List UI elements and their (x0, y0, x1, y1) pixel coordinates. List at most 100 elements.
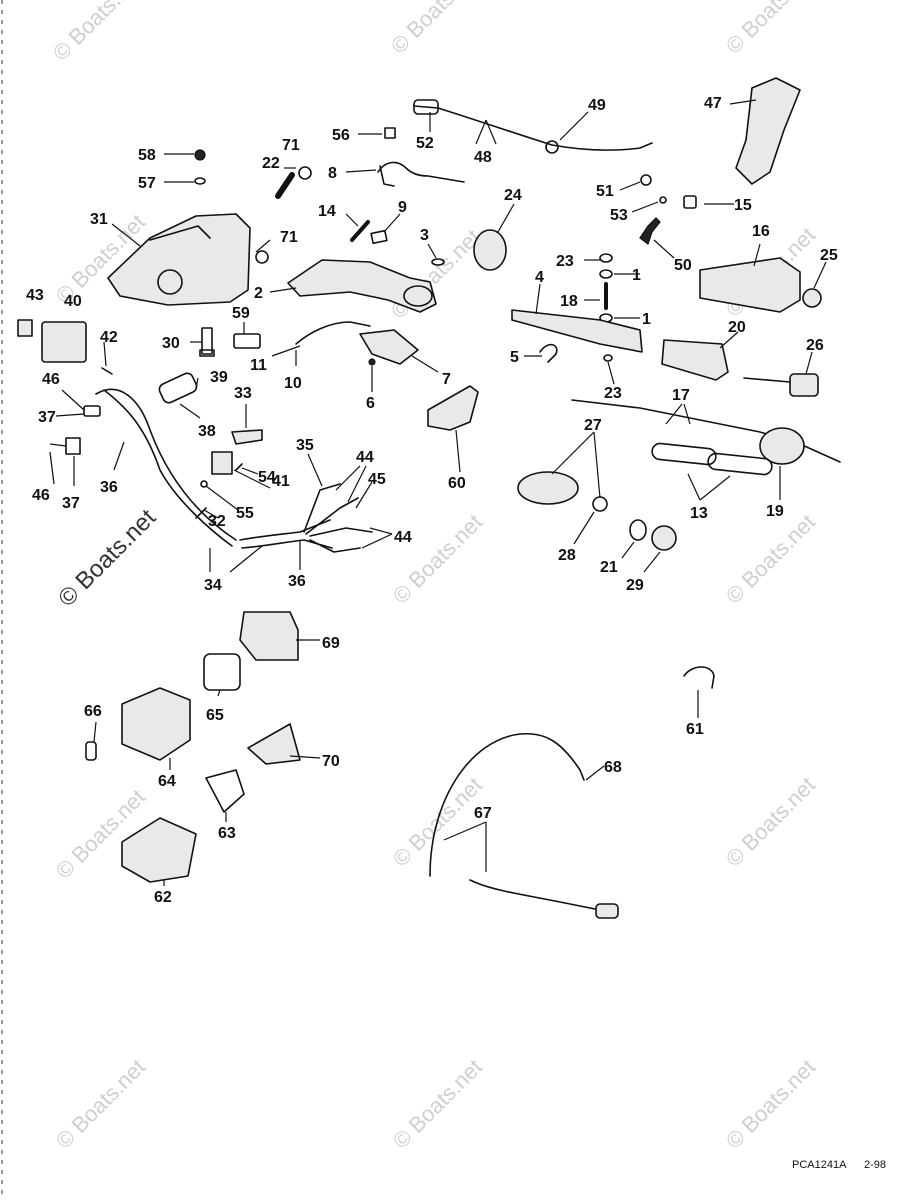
gasket-69 (239, 611, 299, 661)
part-label: 34 (204, 577, 222, 594)
part-label: 9 (398, 199, 407, 216)
part-label: 26 (806, 337, 824, 354)
part-label: 19 (766, 503, 784, 520)
cover-60 (427, 385, 479, 431)
part-label: 46 (42, 371, 60, 388)
throttle-shaft-4 (511, 309, 643, 353)
part-label: 53 (610, 207, 628, 224)
part-label: 66 (84, 703, 102, 720)
part-label: 2 (254, 285, 263, 302)
watermarks: © Boats.net © Boats.net © Boats.net © Bo… (48, 0, 820, 1154)
part-label: 71 (280, 229, 298, 246)
part-label: 50 (674, 257, 692, 274)
part-label: 42 (100, 329, 118, 346)
part-label: 39 (210, 369, 228, 386)
part-label: 52 (416, 135, 434, 152)
drawing-code: PCA1241A (792, 1159, 847, 1171)
part-label: 33 (234, 385, 252, 402)
grip-insert-20 (661, 339, 729, 381)
part-label: 25 (820, 247, 838, 264)
part-label: 29 (626, 577, 644, 594)
watermark-large: © Boats.net (53, 504, 161, 612)
part-label: 10 (284, 375, 302, 392)
part-label: 56 (332, 127, 350, 144)
part-label: 70 (322, 753, 340, 770)
part-label: 28 (558, 547, 576, 564)
part-label: 62 (154, 889, 172, 906)
part-label: 71 (282, 137, 300, 154)
part-label: 37 (38, 409, 56, 426)
plug-70 (247, 723, 301, 765)
part-label: 21 (600, 559, 618, 576)
part-label: 68 (604, 759, 622, 776)
part-label: 7 (442, 371, 451, 388)
part-label: 49 (588, 97, 606, 114)
part-label: 30 (162, 335, 180, 352)
connector-64 (121, 687, 191, 761)
part-label: 64 (158, 773, 176, 790)
part-label: 65 (206, 707, 224, 724)
part-label: 69 (322, 635, 340, 652)
connector-40 (41, 321, 87, 363)
part-label: 37 (62, 495, 80, 512)
part-label: 43 (26, 287, 44, 304)
grip-tube-16 (699, 257, 801, 313)
watermark: © Boats.net (388, 1054, 487, 1153)
part-label: 54 (258, 469, 276, 486)
part-label: 20 (728, 319, 746, 336)
grip-47 (735, 77, 801, 185)
part-label: 45 (368, 471, 386, 488)
watermark: © Boats.net (51, 1054, 150, 1153)
watermark: © Boats.net (721, 772, 820, 871)
part-label: 44 (356, 449, 374, 466)
part-label: 57 (138, 175, 156, 192)
part-label: 36 (288, 573, 306, 590)
part-label: 61 (686, 721, 704, 738)
switch-bracket-7 (359, 329, 419, 365)
cable-67 (429, 732, 585, 877)
part-label: 1 (642, 311, 651, 328)
part-label: 22 (262, 155, 280, 172)
drawing-date: 2-98 (864, 1159, 886, 1171)
part-label: 36 (100, 479, 118, 496)
part-label: 16 (752, 223, 770, 240)
part-label: 6 (366, 395, 375, 412)
part-label: 24 (504, 187, 522, 204)
part-label: 5 (510, 349, 519, 366)
part-label: 40 (64, 293, 82, 310)
leader-lines (49, 99, 827, 886)
watermark: © Boats.net (721, 1054, 820, 1153)
part-label: 3 (420, 227, 429, 244)
part-label: 31 (90, 211, 108, 228)
connector-62 (121, 817, 197, 883)
wiring-harness-34 (95, 388, 237, 541)
part-label: 44 (394, 529, 412, 546)
part-label: 38 (198, 423, 216, 440)
part-label: 59 (232, 305, 250, 322)
part-label: 51 (596, 183, 614, 200)
part-label: 13 (690, 505, 708, 522)
part-label: 23 (604, 385, 622, 402)
part-drawings (17, 77, 841, 919)
part-label: 4 (535, 269, 544, 286)
part-label: 55 (236, 505, 254, 522)
part-label: 8 (328, 165, 337, 182)
part-label: 18 (560, 293, 578, 310)
part-label: 47 (704, 95, 722, 112)
part-label: 32 (208, 513, 226, 530)
switch-27 (517, 471, 579, 505)
part-number-labels: 1 1 2 3 4 5 6 7 8 9 10 11 13 14 15 16 17… (26, 95, 838, 906)
part-label: 35 (296, 437, 314, 454)
part-label: 48 (474, 149, 492, 166)
watermark: © Boats.net (721, 509, 820, 608)
part-label: 41 (272, 473, 290, 490)
part-label: 27 (584, 417, 602, 434)
part-label: 11 (250, 357, 267, 374)
part-label: 58 (138, 147, 156, 164)
watermark: © Boats.net (48, 0, 147, 66)
shift-lever-2 (287, 259, 437, 313)
part-label: 63 (218, 825, 236, 842)
part-label: 14 (318, 203, 336, 220)
part-label: 67 (474, 805, 492, 822)
